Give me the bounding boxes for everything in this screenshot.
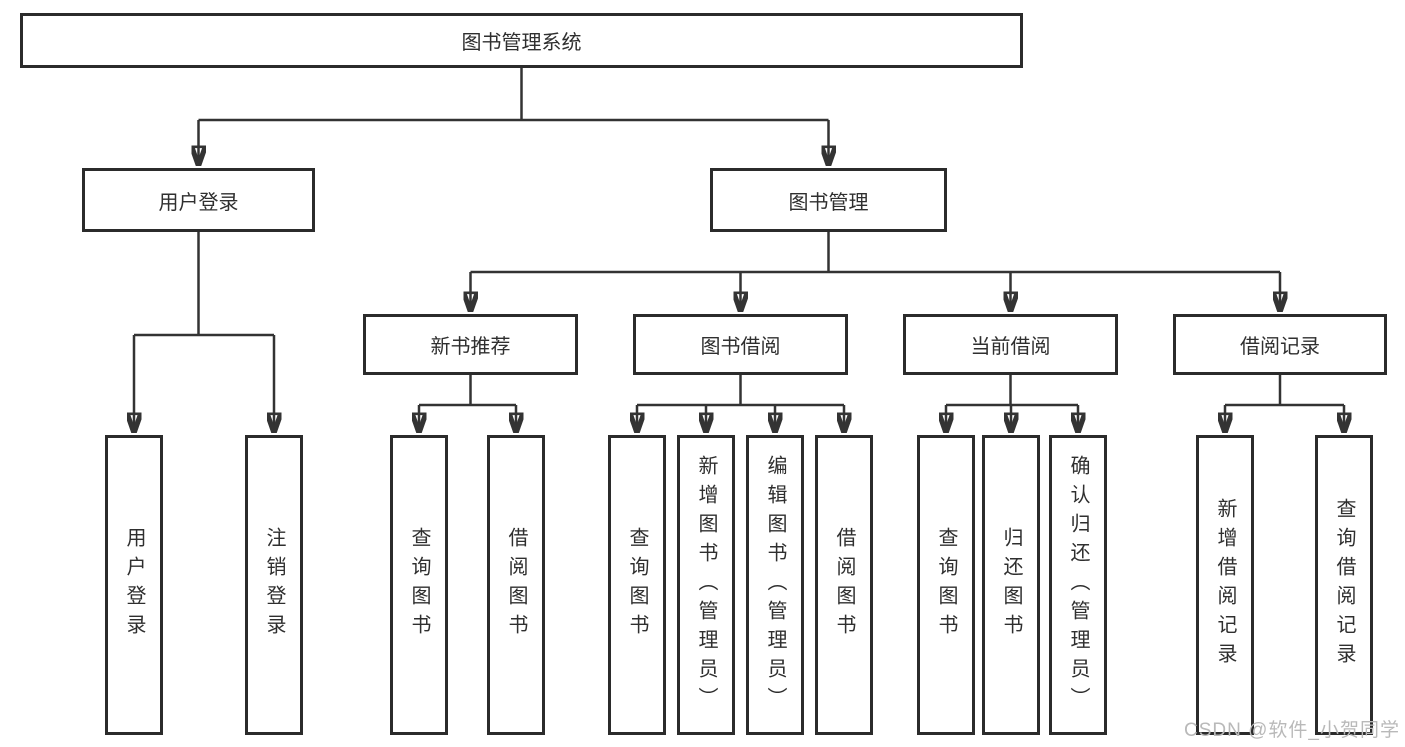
node-new-book-recommendation: 新书推荐 xyxy=(363,314,578,375)
leaf-borrow-books: 借阅图书 xyxy=(815,435,873,735)
connector-borrow-records-children xyxy=(1225,375,1344,433)
leaf-add-borrow-record: 新增借阅记录 xyxy=(1196,435,1254,735)
connector-root-to-level2 xyxy=(199,68,829,166)
connector-current-borrow-children xyxy=(946,375,1078,433)
leaf-recommend-query-books: 查询图书 xyxy=(390,435,448,735)
leaf-add-borrow-record-label: 新增借阅记录 xyxy=(1214,498,1236,672)
node-borrowing-records-label: 借阅记录 xyxy=(1240,336,1320,358)
leaf-borrow-books-label: 借阅图书 xyxy=(833,527,855,643)
node-book-management: 图书管理 xyxy=(710,168,947,232)
leaf-user-login-label: 用户登录 xyxy=(123,527,145,643)
leaf-query-borrow-record-label: 查询借阅记录 xyxy=(1333,498,1355,672)
leaf-user-login: 用户登录 xyxy=(105,435,163,735)
node-current-borrowing-label: 当前借阅 xyxy=(970,336,1051,358)
connector-book-borrow-children xyxy=(637,375,844,433)
node-user-login-label: 用户登录 xyxy=(158,191,239,214)
leaf-return-books-label: 归还图书 xyxy=(1000,527,1022,643)
node-borrowing-records: 借阅记录 xyxy=(1173,314,1387,375)
leaf-add-books-admin: 新增图书（管理员） xyxy=(677,435,735,735)
leaf-borrowing-query-books: 查询图书 xyxy=(608,435,666,735)
node-new-book-recommendation-label: 新书推荐 xyxy=(430,336,511,358)
leaf-logout-label: 注销登录 xyxy=(263,527,285,643)
csdn-watermark: CSDN @软件_小贺同学 xyxy=(1184,720,1400,741)
connector-book-mgmt-children xyxy=(471,232,1281,312)
leaf-return-books: 归还图书 xyxy=(982,435,1040,735)
node-user-login: 用户登录 xyxy=(82,168,315,232)
leaf-borrowing-query-books-label: 查询图书 xyxy=(626,527,648,643)
leaf-confirm-return-admin: 确认归还（管理员） xyxy=(1049,435,1107,735)
node-current-borrowing: 当前借阅 xyxy=(903,314,1118,375)
leaf-current-query-books: 查询图书 xyxy=(917,435,975,735)
leaf-recommend-borrow-books: 借阅图书 xyxy=(487,435,545,735)
node-root-system: 图书管理系统 xyxy=(20,13,1023,68)
leaf-edit-books-admin-label: 编辑图书（管理员） xyxy=(764,454,786,716)
leaf-recommend-query-books-label: 查询图书 xyxy=(408,527,430,643)
leaf-recommend-borrow-books-label: 借阅图书 xyxy=(505,527,527,643)
leaf-query-borrow-record: 查询借阅记录 xyxy=(1315,435,1373,735)
node-book-management-label: 图书管理 xyxy=(788,191,869,214)
leaf-current-query-books-label: 查询图书 xyxy=(935,527,957,643)
node-root-label: 图书管理系统 xyxy=(461,32,582,54)
node-book-borrowing-label: 图书借阅 xyxy=(700,336,781,358)
connector-new-book-rec-children xyxy=(419,375,516,433)
leaf-logout: 注销登录 xyxy=(245,435,303,735)
node-book-borrowing: 图书借阅 xyxy=(633,314,848,375)
leaf-edit-books-admin: 编辑图书（管理员） xyxy=(746,435,804,735)
leaf-confirm-return-admin-label: 确认归还（管理员） xyxy=(1067,454,1089,716)
leaf-add-books-admin-label: 新增图书（管理员） xyxy=(695,454,717,716)
connector-user-login-children xyxy=(134,232,274,433)
